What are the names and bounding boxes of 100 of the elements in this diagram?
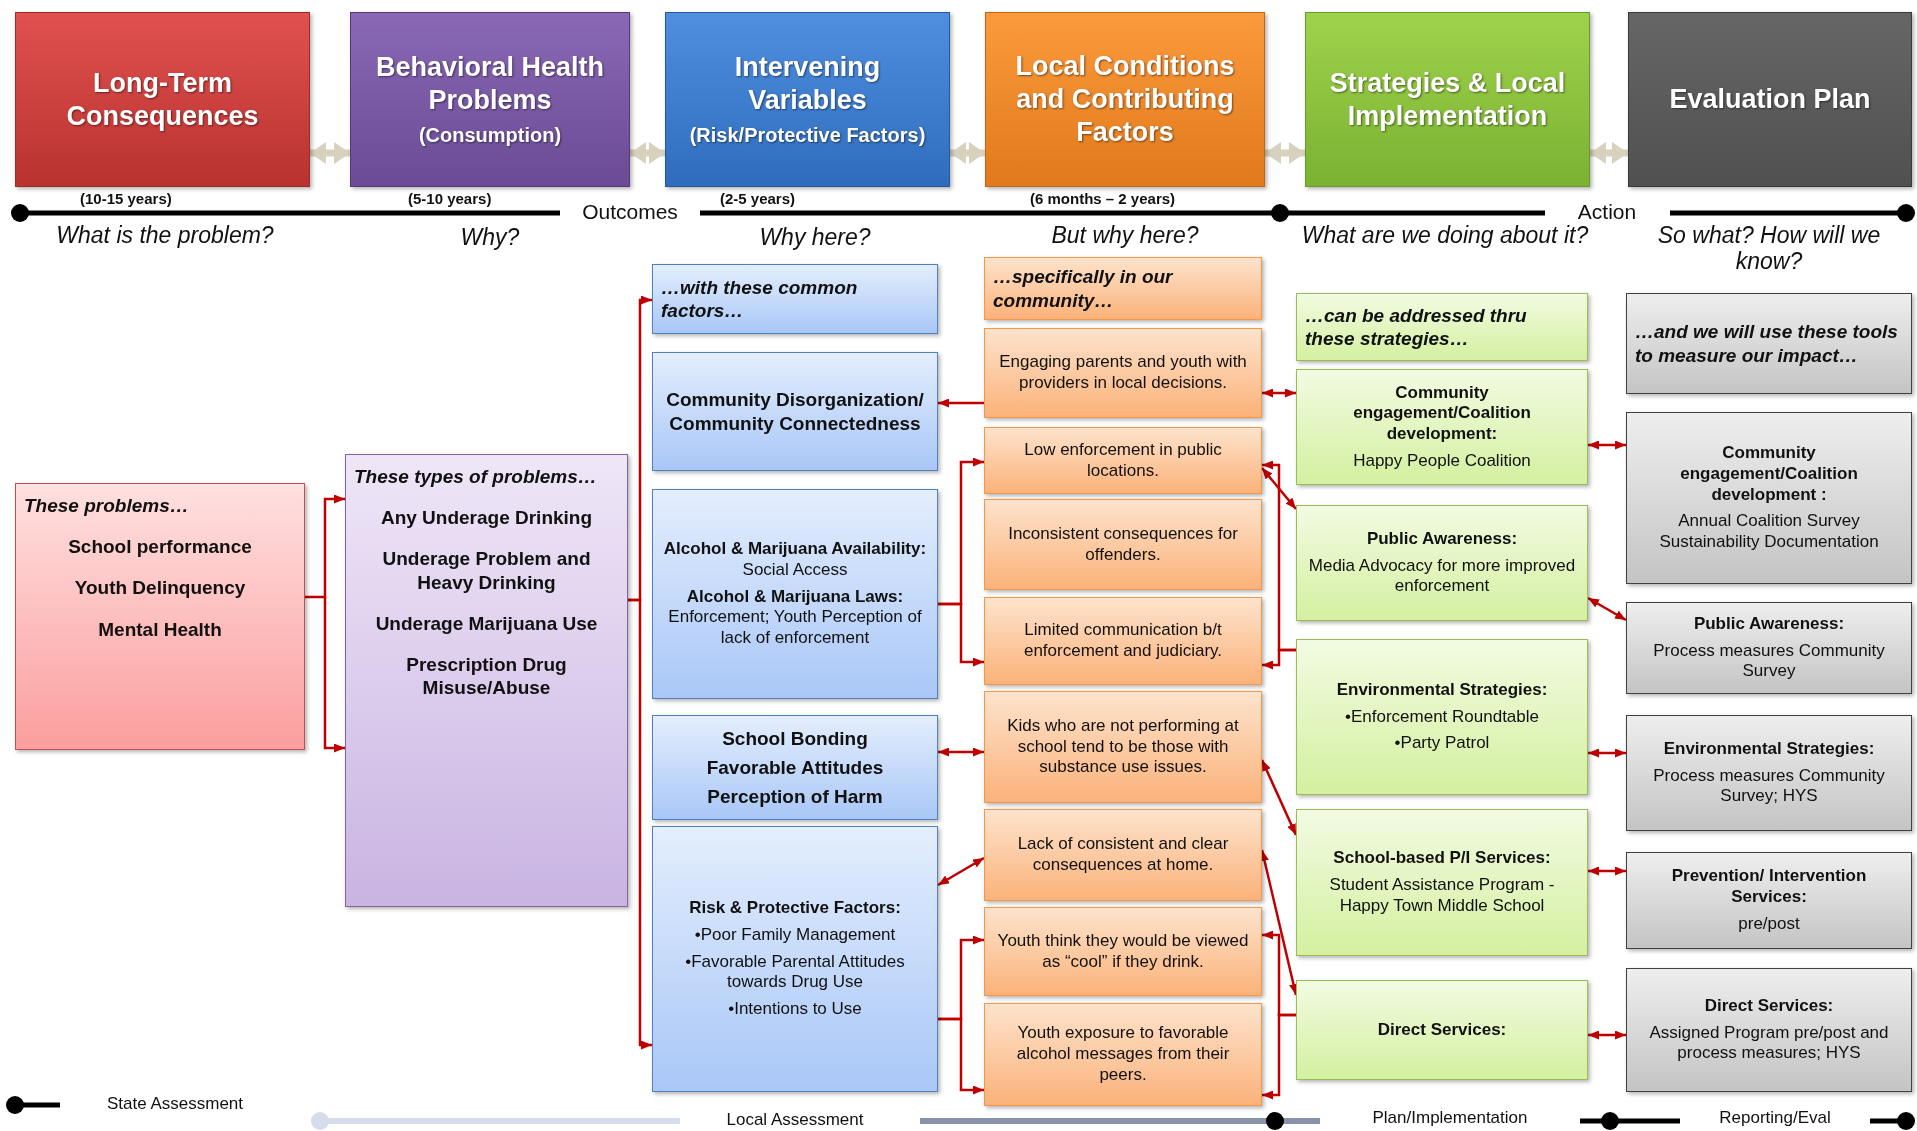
content-box xyxy=(1626,852,1912,949)
heading-text: Community engagement/Coalition development : xyxy=(1679,443,1859,506)
question-text: Why here? xyxy=(758,224,872,251)
heading-text: Environmental Strategies: xyxy=(1336,679,1548,701)
double-arrow xyxy=(937,856,985,887)
heading-text: Strategies & Local Implementation xyxy=(1328,66,1567,133)
question-text: What is the problem? xyxy=(55,222,275,249)
content-box xyxy=(15,483,305,750)
heading-text: Long-Term Consequences xyxy=(65,66,260,133)
body-text: pre/post xyxy=(1738,913,1800,935)
content-box xyxy=(984,257,1262,320)
body-text: Any Underage Drinking xyxy=(380,506,593,530)
heading-text: …and we will use these tools to measure our impact… xyxy=(1635,320,1899,367)
body-text: Favorable Attitudes xyxy=(706,755,884,780)
heading-text: Risk & Protective Factors: xyxy=(689,898,901,919)
heading-text: Intervening Variables xyxy=(733,51,882,118)
time-frame-label: (10-15 years) xyxy=(80,190,173,208)
body-text: •Favorable Parental Attitudes towards Drug Use xyxy=(684,951,906,994)
body-text: Process measures Community Survey; HYS xyxy=(1652,765,1886,808)
double-arrow xyxy=(1588,440,1626,450)
body-text: Prescription Drug Misuse/Abuse xyxy=(405,652,568,700)
content-box xyxy=(1626,715,1912,831)
heading-text: Youth exposure to favorable alcohol messages from their peers. xyxy=(1015,1023,1231,1086)
heading-text: Environmental Strategies: xyxy=(1663,738,1875,760)
content-box xyxy=(1626,293,1912,394)
arrow xyxy=(938,398,984,408)
heading-text: Alcohol & Marijuana Availability: Social Access xyxy=(662,539,928,581)
double-arrow xyxy=(1262,388,1296,398)
arrow xyxy=(938,602,984,667)
timeline-label: Outcomes xyxy=(581,200,679,225)
stage-header-box xyxy=(15,12,310,187)
body-text: •Enforcement Roundtable xyxy=(1345,706,1539,728)
content-box xyxy=(1626,602,1912,694)
double-arrow xyxy=(1588,1030,1626,1040)
double-arrow xyxy=(630,145,665,161)
body-text: Underage Problem and Heavy Drinking xyxy=(381,547,592,594)
body-text: Happy People Coalition xyxy=(1353,450,1531,472)
double-arrow xyxy=(1587,596,1627,622)
body-text: School performance xyxy=(68,535,252,559)
heading-text: Youth think they would be viewed as “cool” if they drink. xyxy=(996,930,1250,973)
time-frame-label: (2-5 years) xyxy=(720,190,797,208)
body-text: Media Advocacy for more improved enforcement xyxy=(1307,555,1577,598)
content-box xyxy=(1626,412,1912,584)
timeline-label: Local Assessment xyxy=(725,1110,865,1130)
double-arrow xyxy=(1265,145,1305,161)
body-text: •Intentions to Use xyxy=(728,999,862,1020)
heading-text: Public Awareness: xyxy=(1693,613,1845,635)
question-text: But why here? xyxy=(1050,222,1200,249)
content-box xyxy=(984,691,1262,803)
arrow xyxy=(1262,1013,1296,1100)
double-arrow xyxy=(950,145,985,161)
body-text: (Consumption) xyxy=(418,123,562,148)
heading-text: Public Awareness: xyxy=(1366,528,1518,550)
heading-text: Low enforcement in public locations. xyxy=(1023,439,1223,482)
body-text: Assigned Program pre/post and process measures; HYS xyxy=(1648,1022,1890,1065)
heading-text: Limited communication b/t enforcement and judiciary. xyxy=(1022,620,1224,662)
heading-text: Behavioral Health Problems xyxy=(374,51,606,118)
time-frame-label: (6 months – 2 years) xyxy=(1030,190,1177,208)
timeline-label: Reporting/Eval xyxy=(1718,1108,1832,1128)
double-arrow xyxy=(1259,849,1299,996)
double-arrow xyxy=(1260,759,1298,836)
content-box xyxy=(984,1003,1262,1106)
body-text: Annual Coalition Survey Sustainability Documentation xyxy=(1658,511,1880,553)
question-text: What are we doing about it? xyxy=(1300,222,1590,249)
heading-text: Direct Services: xyxy=(1377,1019,1507,1041)
content-box xyxy=(652,826,938,1092)
heading-text: These problems… xyxy=(24,494,190,518)
stage-header-box xyxy=(1628,12,1912,187)
heading-text: Community engagement/Coalition development: xyxy=(1352,382,1532,445)
content-box xyxy=(345,454,628,907)
body-text: Process measures Community Survey xyxy=(1652,640,1886,683)
content-box xyxy=(984,597,1262,685)
heading-text: Community Disorganization/ Community Connectedness xyxy=(665,388,925,435)
stage-header-box xyxy=(985,12,1265,187)
body-text: Mental Health xyxy=(98,617,222,641)
heading-text: Kids who are not performing at school tend to be those with substance use issues. xyxy=(1006,715,1240,779)
content-box xyxy=(1296,980,1588,1080)
timeline-label: Plan/Implementation xyxy=(1371,1108,1529,1128)
content-box xyxy=(652,489,938,699)
heading-text: Inconsistent consequences for offenders. xyxy=(1007,523,1239,566)
content-box xyxy=(652,264,938,334)
body-text: Perception of Harm xyxy=(707,785,883,809)
heading-text: Engaging parents and youth with providers in local decisions. xyxy=(998,352,1248,394)
heading-text: School Bonding xyxy=(722,726,868,750)
body-text: Underage Marijuana Use xyxy=(375,611,598,635)
heading-text: …specifically in our community… xyxy=(993,265,1174,312)
body-text: Youth Delinquency xyxy=(74,576,246,600)
content-box xyxy=(984,809,1262,901)
double-arrow xyxy=(310,145,350,161)
timeline-label: State Assessment xyxy=(105,1094,245,1114)
content-box xyxy=(652,715,938,820)
body-text: (Risk/Protective Factors) xyxy=(689,123,926,148)
heading-text: Local Conditions and Contributing Factors xyxy=(1014,50,1236,149)
double-arrow xyxy=(1588,748,1626,758)
content-box xyxy=(1626,968,1912,1092)
content-box xyxy=(652,352,938,471)
double-arrow xyxy=(938,747,984,757)
body-text: •Party Patrol xyxy=(1394,733,1490,755)
content-box xyxy=(1296,809,1588,956)
heading-text: These types of problems… xyxy=(354,465,598,489)
